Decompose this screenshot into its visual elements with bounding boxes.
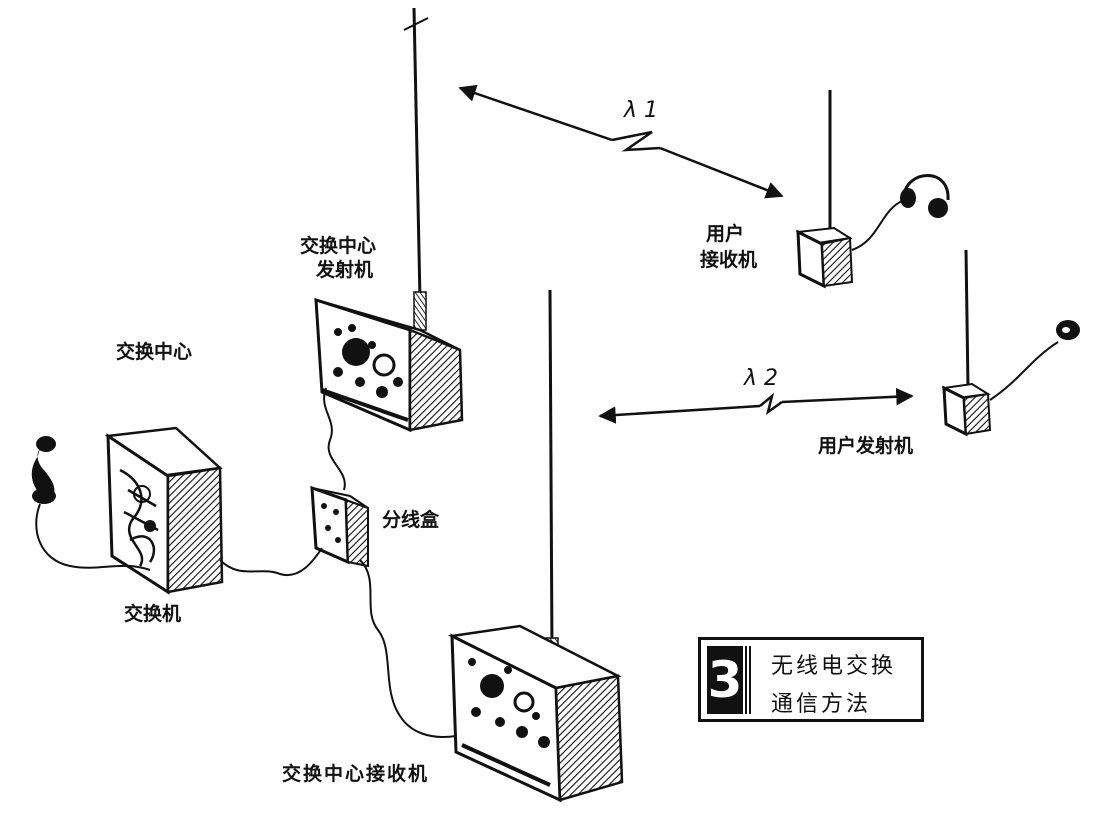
user-transmitter (941, 249, 1059, 437)
switchboard (104, 426, 224, 595)
caption-divider (745, 646, 751, 714)
switchboard-label: 交换机 (124, 603, 182, 625)
user-receiver-label-line2: 接收机 (700, 249, 758, 271)
center-receiver-label: 交换中心接收机 (282, 763, 430, 785)
headphones-icon (900, 174, 950, 218)
caption-line1: 无线电交换 (771, 654, 897, 679)
junction-box (310, 485, 369, 568)
caption-line2: 通信方法 (771, 692, 872, 717)
junction-box-label: 分线盒 (382, 509, 440, 531)
microphone-icon (1056, 320, 1080, 340)
center-transmitter-label-line1: 交换中心 (300, 235, 377, 257)
user-receiver-label-line1: 用户 (706, 223, 745, 245)
user-transmitter-label: 用户发射机 (818, 435, 914, 457)
radio-link-lambda1 (458, 84, 784, 199)
center-transmitter-label-line2: 发射机 (316, 259, 374, 281)
lambda2-label: λ 2 (744, 366, 779, 391)
telephone-handset-icon (31, 436, 151, 571)
lambda1-label: λ 1 (624, 98, 659, 123)
caption-number: 3 (707, 646, 743, 714)
user-receiver (795, 90, 905, 289)
exchange-center-label: 交换中心 (116, 341, 193, 363)
center-transmitter (314, 7, 464, 433)
radio-link-lambda2 (598, 387, 914, 424)
connecting-cables (219, 387, 457, 738)
center-receiver (447, 289, 624, 803)
figure-caption: 3 无线电交换 通信方法 (698, 637, 924, 722)
